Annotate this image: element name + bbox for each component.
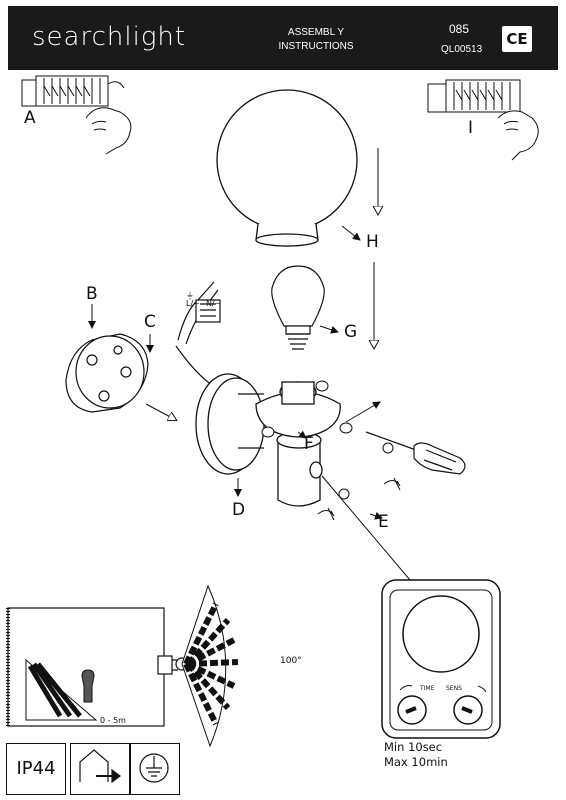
label-d: D <box>232 500 246 520</box>
leader-timer <box>321 475 411 581</box>
detection-range: 0 - 5m <box>100 716 126 725</box>
label-g: G <box>344 322 358 342</box>
screwdriver <box>365 431 466 475</box>
light-bulb <box>271 265 325 350</box>
label-a: A <box>24 108 36 128</box>
leader-e <box>369 511 383 520</box>
lamp-holder-body <box>255 381 341 507</box>
detection-angle: 100° <box>280 656 302 666</box>
earth-ground-icon <box>139 753 169 783</box>
screws <box>261 380 394 500</box>
hand-i <box>497 110 539 161</box>
rotation-marks <box>317 477 401 521</box>
leader-f2 <box>345 401 381 423</box>
label-c: C <box>144 312 156 332</box>
detection-cone <box>181 584 239 748</box>
junction-box <box>65 333 149 413</box>
brand-logo: searchlight <box>32 22 187 52</box>
label-e: E <box>378 512 389 532</box>
title-line-1: ASSEMBL Y <box>287 27 345 38</box>
hand-a <box>85 107 132 155</box>
product-code: 085 <box>449 22 470 36</box>
title-line-2: INSTRUCTIONS <box>278 41 354 52</box>
sens-label: SENS <box>446 685 462 692</box>
glass-globe <box>216 89 358 247</box>
leader-g <box>319 325 339 334</box>
timer-panel <box>381 579 501 739</box>
document-title: ASSEMBL Y INSTRUCTIONS <box>276 26 356 54</box>
time-label: TIME <box>420 685 435 692</box>
reference-code: QL00513 <box>441 44 483 55</box>
ip-rating-badge: IP44 <box>6 743 66 795</box>
label-i: I <box>468 118 474 138</box>
house-arrow-icon <box>79 749 121 784</box>
terminal-neutral-label: N/~ <box>206 299 222 308</box>
timer-min: Min 10sec <box>384 740 443 754</box>
timer-max: Max 10min <box>384 755 448 769</box>
earth-icon-box <box>130 743 180 795</box>
wall-plate <box>195 373 265 475</box>
label-h: H <box>366 232 379 252</box>
terminal-live-label: L/~ <box>186 299 200 308</box>
terminal-block-i <box>427 79 521 113</box>
arrow-to-fixture <box>145 403 176 420</box>
header-bar: searchlight ASSEMBL Y INSTRUCTIONS 085 Q… <box>8 6 558 70</box>
leader-h <box>341 225 361 241</box>
leader-f <box>297 430 307 439</box>
terminal-block-a <box>21 75 125 107</box>
detection-zone-plan <box>25 658 98 721</box>
label-b: B <box>86 284 98 304</box>
label-f: F <box>304 434 314 454</box>
indoor-outdoor-icon-box <box>70 743 130 795</box>
timer-range: Min 10sec Max 10min <box>384 740 448 770</box>
terminal-ground-label: ⏚ <box>186 291 194 300</box>
ce-mark: CE <box>502 26 532 52</box>
